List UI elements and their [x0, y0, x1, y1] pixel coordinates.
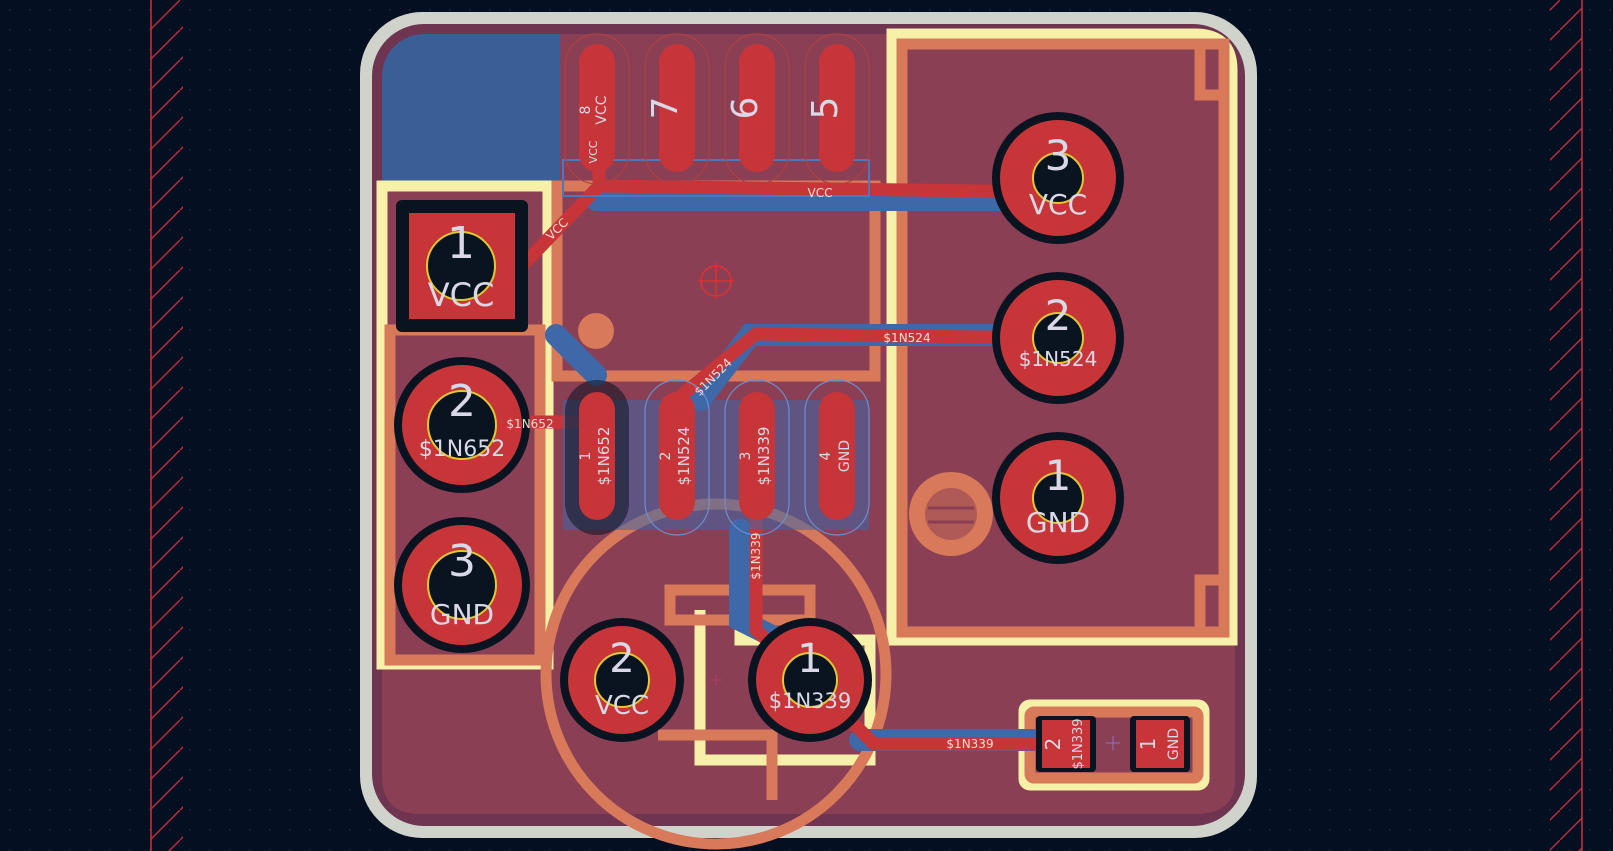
u1-pin8-sub: VCC	[587, 140, 600, 163]
u1-pin-5[interactable]: 5	[804, 33, 870, 185]
u1-pin6-number: 6	[725, 97, 766, 120]
u1-pin7-number: 7	[645, 97, 686, 120]
smd-pad2-net: $1N339	[1071, 718, 1086, 769]
smd-pad1-number: 1	[1136, 738, 1160, 751]
u1-pin3-number: 3	[738, 452, 754, 461]
u1-pin2-net: $1N524	[675, 427, 693, 486]
j2-pin1-net: GND	[1026, 506, 1090, 539]
q1-pin2-net: VCC	[595, 691, 649, 721]
u1-pin-7[interactable]: 7	[644, 33, 710, 185]
j2-pin-3[interactable]: 3 VCC	[992, 112, 1124, 244]
j1-pin3-number: 3	[448, 536, 476, 587]
j2-pin2-net: $1N524	[1019, 347, 1098, 371]
j2-pin3-number: 3	[1045, 131, 1072, 180]
transistor-q1: 2 VCC 1 $1N339	[560, 618, 872, 742]
ic-pad-outline	[562, 159, 870, 197]
q1-pin1-net: $1N339	[769, 689, 852, 713]
u1-pin4-net: GND	[837, 440, 853, 472]
u1-pin2-number: 2	[658, 452, 674, 461]
connector-j1: 1 VCC 2 $1N652 3 GND	[394, 200, 530, 653]
mounting-hole-silk	[909, 472, 993, 556]
track-label-1n339-bottom: $1N339	[946, 737, 993, 751]
u1-pin-2[interactable]: 2 $1N524	[644, 379, 710, 536]
j2-pin-1[interactable]: 1 GND	[992, 432, 1124, 564]
u1-pin-1[interactable]: 1 $1N652	[565, 380, 629, 535]
smd-pad-1[interactable]: 1 GND	[1130, 716, 1190, 772]
track-label-vcc-top: VCC	[808, 186, 833, 200]
u1-pin5-number: 5	[805, 97, 846, 120]
ic-u1-bottom-row: 1 $1N652 2 $1N524 3 $1N339 4 GND	[563, 379, 870, 536]
j2-pin1-number: 1	[1045, 451, 1072, 500]
q1-pin-1[interactable]: 1 $1N339	[748, 618, 872, 742]
j1-pin3-net: GND	[430, 598, 494, 631]
track-label-1n652-left: $1N652	[506, 417, 553, 431]
u1-pin-4[interactable]: 4 GND	[804, 379, 870, 536]
ic-pin1-marker	[578, 313, 614, 349]
ic-u1-top-row: 8 VCC VCC 7 6 5	[562, 33, 870, 197]
j2-pin-2[interactable]: 2 $1N524	[992, 272, 1124, 404]
j1-pin-1[interactable]: 1 VCC	[396, 200, 528, 332]
track-label-1n339-vert: $1N339	[749, 532, 763, 579]
smd-pad1-net: GND	[1166, 728, 1182, 760]
u1-pin4-number: 4	[818, 451, 834, 460]
smd-component: 2 $1N339 1 GND	[1036, 716, 1190, 772]
smd-pad2-number: 2	[1041, 738, 1065, 751]
track-label-1n524-right: $1N524	[883, 331, 930, 345]
u1-pin1-net: $1N652	[595, 427, 613, 486]
smd-pad-2[interactable]: 2 $1N339	[1036, 716, 1096, 772]
j1-pin-2[interactable]: 2 $1N652	[394, 357, 530, 493]
u1-pin8-number: 8	[578, 106, 594, 115]
j1-pin2-number: 2	[448, 376, 476, 427]
u1-pin-8[interactable]: 8 VCC VCC	[564, 33, 630, 185]
q1-pin1-number: 1	[797, 636, 822, 682]
u1-pin-6[interactable]: 6	[724, 33, 790, 185]
j1-pin-3[interactable]: 3 GND	[394, 517, 530, 653]
q1-pin-2[interactable]: 2 VCC	[560, 618, 684, 742]
u1-pin-3[interactable]: 3 $1N339	[724, 379, 790, 536]
u1-pin8-net: VCC	[594, 95, 610, 124]
left-keepout-hatch	[150, 0, 183, 851]
j1-pin2-net: $1N652	[419, 437, 505, 462]
j2-pin3-net: VCC	[1029, 188, 1087, 221]
u1-pin1-number: 1	[578, 452, 594, 461]
j1-pin1-number: 1	[447, 218, 475, 269]
ic-center-crosshair-icon	[698, 263, 734, 299]
smd-center-crosshair-icon	[1106, 736, 1120, 750]
q1-pin2-number: 2	[609, 636, 634, 682]
u1-pin3-net: $1N339	[755, 427, 773, 486]
connector-j2: 3 VCC 2 $1N524 1 GND	[992, 112, 1124, 564]
j2-pin2-number: 2	[1045, 291, 1072, 340]
q1-center-crosshair-icon	[710, 674, 722, 686]
j1-pin1-net: VCC	[428, 276, 495, 314]
right-keepout-hatch	[1550, 0, 1583, 851]
